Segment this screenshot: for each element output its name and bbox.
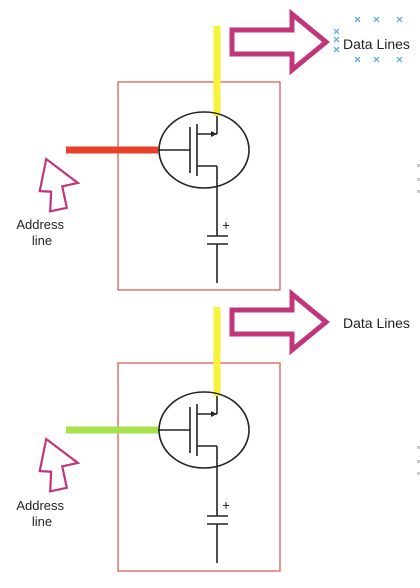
cell-1-data-lines-label: Data Lines	[343, 36, 410, 52]
cell-2-address-label: Address line	[16, 498, 67, 529]
cell-2-mosfet-transistor-icon	[158, 391, 250, 470]
cell-1-address-label: Address line	[16, 217, 67, 248]
cell-2-block-arrow-up-icon	[38, 437, 81, 493]
cell-1-mosfet-transistor-icon	[158, 111, 250, 190]
cell-1-block-arrow-up-icon	[38, 157, 81, 213]
cell-2-capacitor-icon	[207, 470, 229, 563]
cell-2-box[interactable]	[117, 362, 281, 572]
cell-1-capacitor-icon	[207, 190, 229, 283]
cell-1-selection-handles[interactable]	[333, 16, 403, 63]
cell-2-block-arrow-right-icon	[229, 288, 330, 356]
cell-1-box[interactable]	[117, 81, 281, 291]
cell-2-data-lines-label: Data Lines	[343, 315, 410, 331]
memory-cell-2[interactable]: Data Lines Address line	[16, 288, 410, 572]
edge-fragments	[417, 164, 420, 475]
memory-cell-1[interactable]: Data Lines Address line	[16, 8, 410, 291]
cell-1-block-arrow-right-icon	[229, 8, 330, 76]
